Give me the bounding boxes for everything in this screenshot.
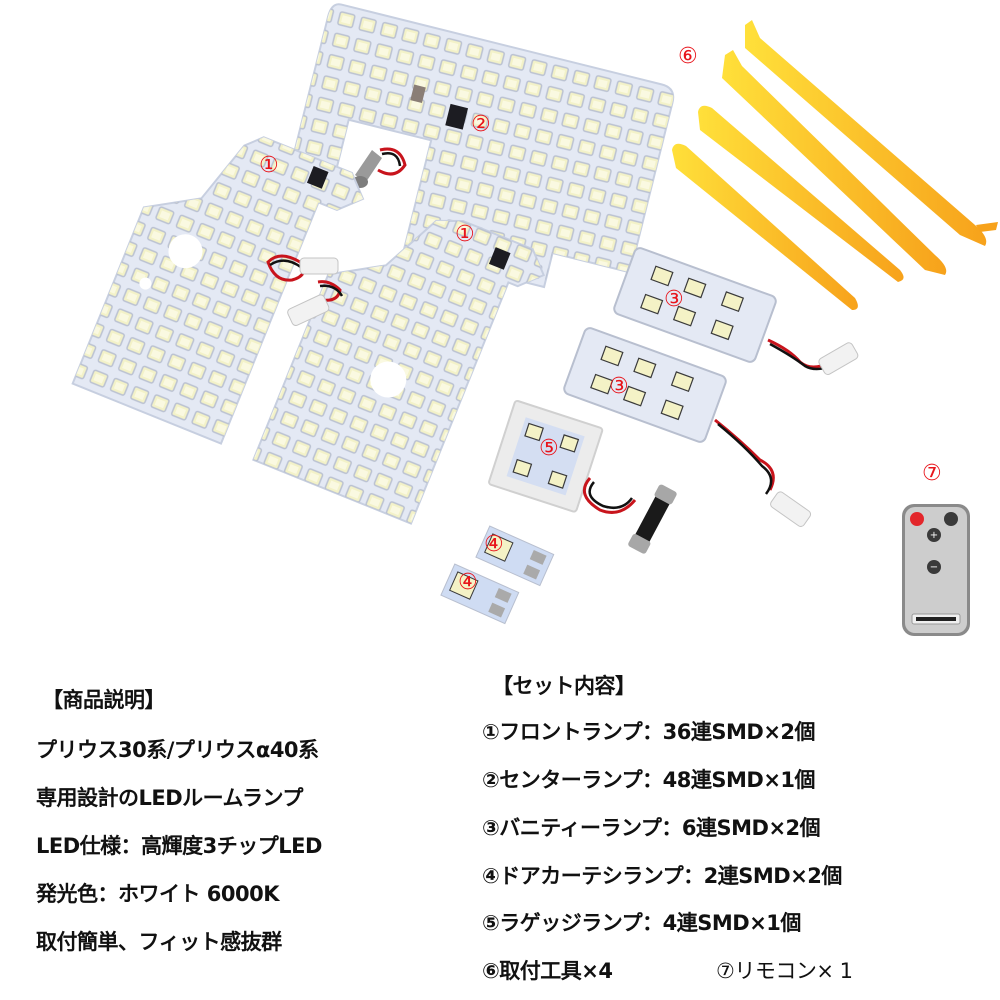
description-line: LED仕様：高輝度3チップLED [36, 834, 322, 858]
description-line: 専用設計のLEDルームランプ [36, 786, 303, 810]
set-item: ②センターランプ：48連SMD×1個 [482, 768, 816, 792]
wedge-bulbs-vanity [714, 338, 859, 527]
minus-icon [927, 560, 941, 574]
set-item: ⑤ラゲッジランプ：4連SMD×1個 [482, 911, 801, 935]
remote-control: + − [902, 504, 970, 636]
luggage-lamp-panel [488, 399, 604, 513]
label-tools: ⑥ [678, 44, 698, 69]
courtesy-lamp-top [475, 525, 555, 587]
set-item-tools: ⑥取付工具×4 [482, 959, 613, 983]
set-item: ④ドアカーテシランプ：2連SMD×2個 [482, 864, 842, 888]
vanity-lamp-top-panel [613, 247, 777, 363]
center-lamp-panel [291, 3, 675, 289]
label-vanity-lamp-bottom: ③ [609, 374, 629, 399]
description-line: 取付簡単、フィット感抜群 [36, 930, 282, 954]
front-lamp-right-panel [252, 219, 546, 525]
courtesy-lamp-bottom [440, 563, 520, 625]
description-line: 発光色：ホワイト 6000K [36, 882, 280, 906]
set-item-remote: ⑦リモコン× 1 [716, 959, 853, 983]
label-courtesy-lamp-bottom: ④ [458, 570, 478, 595]
label-vanity-lamp-top: ③ [664, 287, 684, 312]
trim-tools [672, 20, 998, 310]
label-front-lamp-right: ① [455, 222, 475, 247]
festoon-bulb-center [352, 147, 407, 188]
product-photo: + − ① ① ② ③ ③ ⑤ ④ ④ ⑥ ⑦ [71, 3, 998, 636]
power-icon [910, 512, 924, 526]
wedge-bulbs-front [266, 254, 344, 326]
svg-text:−: − [930, 562, 938, 573]
label-center-lamp: ② [471, 112, 491, 137]
set-item: ①フロントランプ：36連SMD×2個 [482, 720, 816, 744]
product-illustration: + − [71, 3, 998, 636]
set-contents-heading: 【セット内容】 [492, 674, 636, 698]
description-line: プリウス30系/プリウスα40系 [36, 738, 319, 762]
festoon-bulb-luggage [582, 477, 677, 554]
front-lamp-left-panel [71, 136, 365, 445]
svg-text:+: + [930, 530, 938, 541]
vanity-lamp-bottom-panel [563, 327, 727, 443]
set-item: ③バニティーランプ：6連SMD×2個 [482, 816, 821, 840]
mode-icon [944, 512, 958, 526]
label-luggage-lamp: ⑤ [539, 436, 559, 461]
label-remote: ⑦ [922, 461, 942, 486]
description-heading: 【商品説明】 [42, 688, 166, 712]
plus-icon [927, 528, 941, 542]
label-front-lamp-left: ① [259, 153, 279, 178]
label-courtesy-lamp-top: ④ [484, 532, 504, 557]
